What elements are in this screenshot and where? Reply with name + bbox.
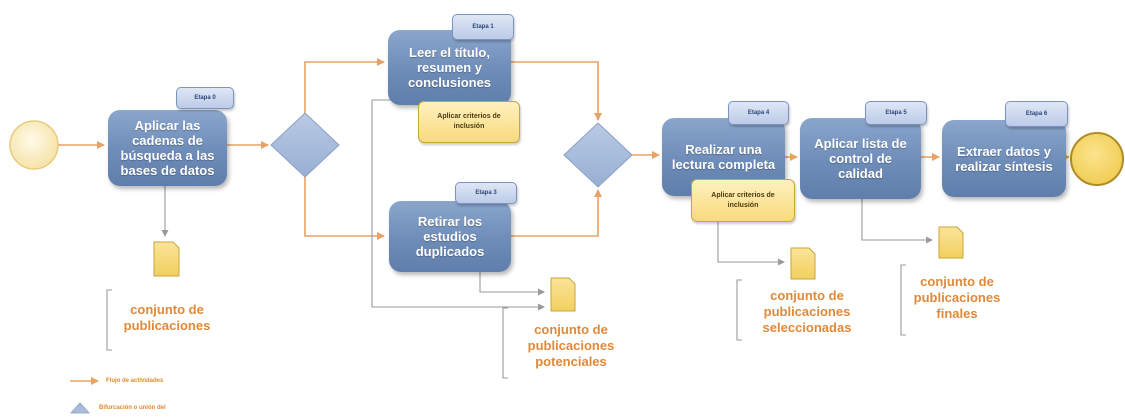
stage-tag-4: Etapa 4 [728,101,789,125]
document-label-selected: conjunto de publicaciones seleccionadas [762,288,852,335]
stage-tag-3: Etapa 3 [455,182,517,204]
data-associations [161,99,933,311]
task-read-title-summary: Leer el título, resumen y conclusiones [388,30,511,105]
gateway-merge [563,122,633,188]
stage-tag-5: Etapa 5 [865,101,927,125]
criteria-box: Aplicar criterios de inclusión [691,179,795,222]
document-label-publications: conjunto de publicaciones [123,302,211,333]
gateway-split [270,112,340,178]
legend-gateway-icon [70,402,90,414]
task-search-databases: Aplicar las cadenas de búsqueda a las ba… [108,110,227,186]
criteria-box: Aplicar criterios de inclusión [418,101,520,143]
document-brackets [106,264,906,379]
task-extract-synthesize: Extraer datos y realizar síntesis [942,120,1066,197]
stage-tag-6: Etapa 6 [1005,101,1068,127]
activity-flows [58,58,1070,240]
end-event [1070,132,1124,186]
stage-tag-1: Etapa 1 [452,14,514,40]
document-icons [153,226,964,312]
document-icon [153,241,180,277]
legend-flow-label: Flujo de actividades [106,378,164,384]
document-icon [550,277,576,312]
task-remove-duplicates: Retirar los estudios duplicados [389,201,511,272]
legend-gateway-label: Bifurcación o unión del [99,405,166,411]
document-label-potential: conjunto de publicaciones potenciales [527,322,615,369]
document-icon [790,247,816,280]
start-event [9,120,59,170]
document-icon [938,226,964,259]
stage-tag-0: Etapa 0 [176,87,234,109]
document-label-final: conjunto de publicaciones finales [913,274,1001,321]
task-quality-checklist: Aplicar lista de control de calidad [800,118,921,199]
